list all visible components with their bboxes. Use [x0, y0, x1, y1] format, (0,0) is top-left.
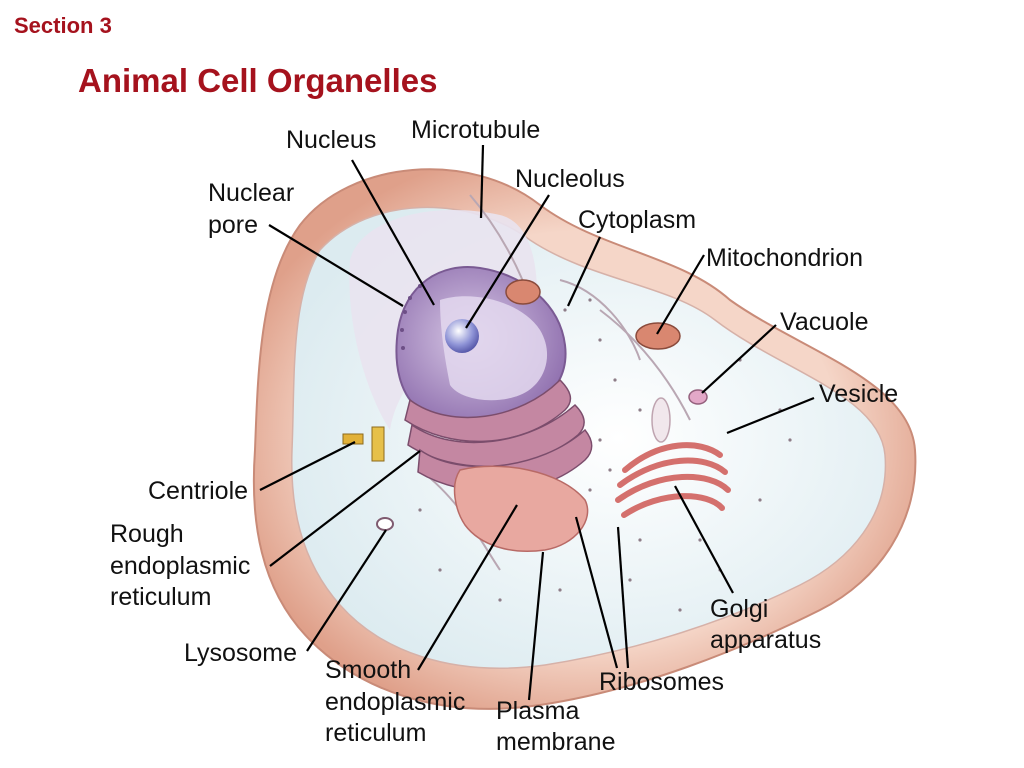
- nucleolus-shape: [445, 319, 479, 353]
- leader-lines: [259, 144, 815, 701]
- label-centriole: Centriole: [148, 477, 248, 505]
- label-microtubule: Microtubule: [411, 116, 540, 144]
- label-nucleolus: Nucleolus: [515, 165, 625, 193]
- label-golgi-1: Golgi: [710, 595, 768, 623]
- label-rough-er-3: reticulum: [110, 583, 211, 611]
- smooth-er-shape: [453, 465, 589, 552]
- label-ribosomes: Ribosomes: [599, 668, 724, 696]
- label-rough-er-2: endoplasmic: [110, 552, 250, 580]
- label-golgi-2: apparatus: [710, 626, 821, 654]
- label-rough-er-1: Rough: [110, 520, 184, 548]
- label-nuclear-pore-1: Nuclear: [208, 179, 294, 207]
- vesicle-shape: [651, 397, 671, 443]
- label-smooth-er-2: endoplasmic: [325, 688, 465, 716]
- label-vesicle: Vesicle: [819, 380, 898, 408]
- label-lysosome: Lysosome: [184, 639, 297, 667]
- section-label: Section 3: [14, 13, 112, 38]
- golgi-shape: [615, 442, 731, 518]
- label-nuclear-pore-2: pore: [208, 211, 258, 239]
- label-vacuole: Vacuole: [780, 308, 869, 336]
- nuclear-pores: [400, 284, 422, 350]
- page-title: Animal Cell Organelles: [78, 62, 438, 99]
- label-cytoplasm: Cytoplasm: [578, 206, 696, 234]
- label-smooth-er-3: reticulum: [325, 719, 426, 747]
- label-nucleus: Nucleus: [286, 126, 376, 154]
- label-plasma-membrane-1: Plasma: [496, 697, 579, 725]
- label-smooth-er-1: Smooth: [325, 656, 411, 684]
- centriole-shape: [342, 426, 385, 462]
- mitochondria: [505, 279, 681, 350]
- label-plasma-membrane-2: membrane: [496, 728, 616, 756]
- label-mitochondrion: Mitochondrion: [706, 244, 863, 272]
- lysosome-shape: [376, 517, 394, 531]
